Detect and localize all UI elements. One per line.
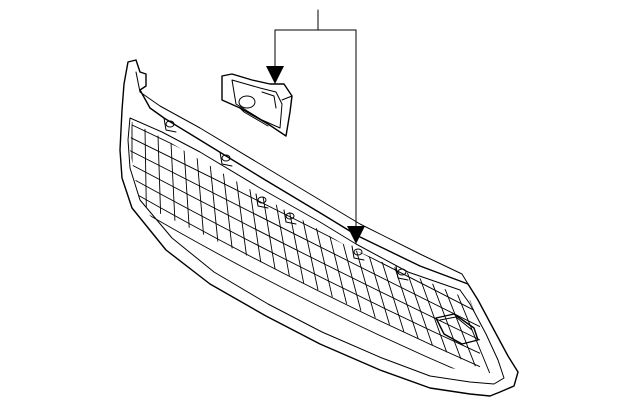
mesh-bar-horizontal <box>130 123 481 301</box>
mesh-bar-vertical <box>274 197 290 277</box>
mesh-bar-vertical <box>196 156 204 235</box>
mesh-bar-vertical <box>222 169 233 249</box>
mesh-bar-vertical <box>326 224 348 304</box>
mesh-bar-vertical <box>417 272 448 353</box>
mesh-bar-vertical <box>339 231 362 311</box>
mesh-bar-vertical <box>261 190 276 270</box>
mesh-bar-vertical <box>378 251 405 332</box>
mesh-bar-vertical <box>313 217 333 298</box>
mesh-bar-vertical <box>443 286 476 367</box>
mesh-bar-vertical <box>183 149 190 228</box>
mesh-bar-vertical <box>209 163 219 242</box>
mesh-bar-vertical <box>287 204 305 284</box>
mesh-bar-vertical <box>456 292 491 374</box>
mesh-bar-horizontal <box>130 203 481 376</box>
grille-inner-edge <box>127 117 505 385</box>
mesh-bar-vertical <box>157 135 162 214</box>
mesh-bar-horizontal <box>130 163 481 341</box>
mesh-bar-horizontal <box>130 176 481 354</box>
grille-frame <box>119 59 519 397</box>
mesh-bar-vertical <box>300 210 319 291</box>
grille-part <box>119 59 519 397</box>
mesh-bar-vertical <box>391 258 419 339</box>
lamp-opening <box>435 313 479 345</box>
mesh-bar-vertical <box>404 265 433 346</box>
callout-leader <box>266 9 365 244</box>
mesh-bar-vertical <box>352 238 376 318</box>
mesh-bar-horizontal <box>130 136 481 314</box>
mesh-bar-horizontal <box>130 190 481 368</box>
grille-mesh <box>130 122 500 376</box>
mesh-bar-vertical <box>248 183 262 263</box>
mesh-bar-vertical <box>235 176 247 256</box>
mesh-bar-vertical <box>365 245 390 325</box>
mesh-bar-vertical <box>144 128 147 207</box>
bracket-part <box>221 73 293 137</box>
bracket-hole <box>238 95 256 109</box>
mesh-bar-vertical <box>170 142 176 221</box>
arrow-bracket <box>266 66 284 84</box>
mesh-bar-horizontal <box>130 150 481 328</box>
